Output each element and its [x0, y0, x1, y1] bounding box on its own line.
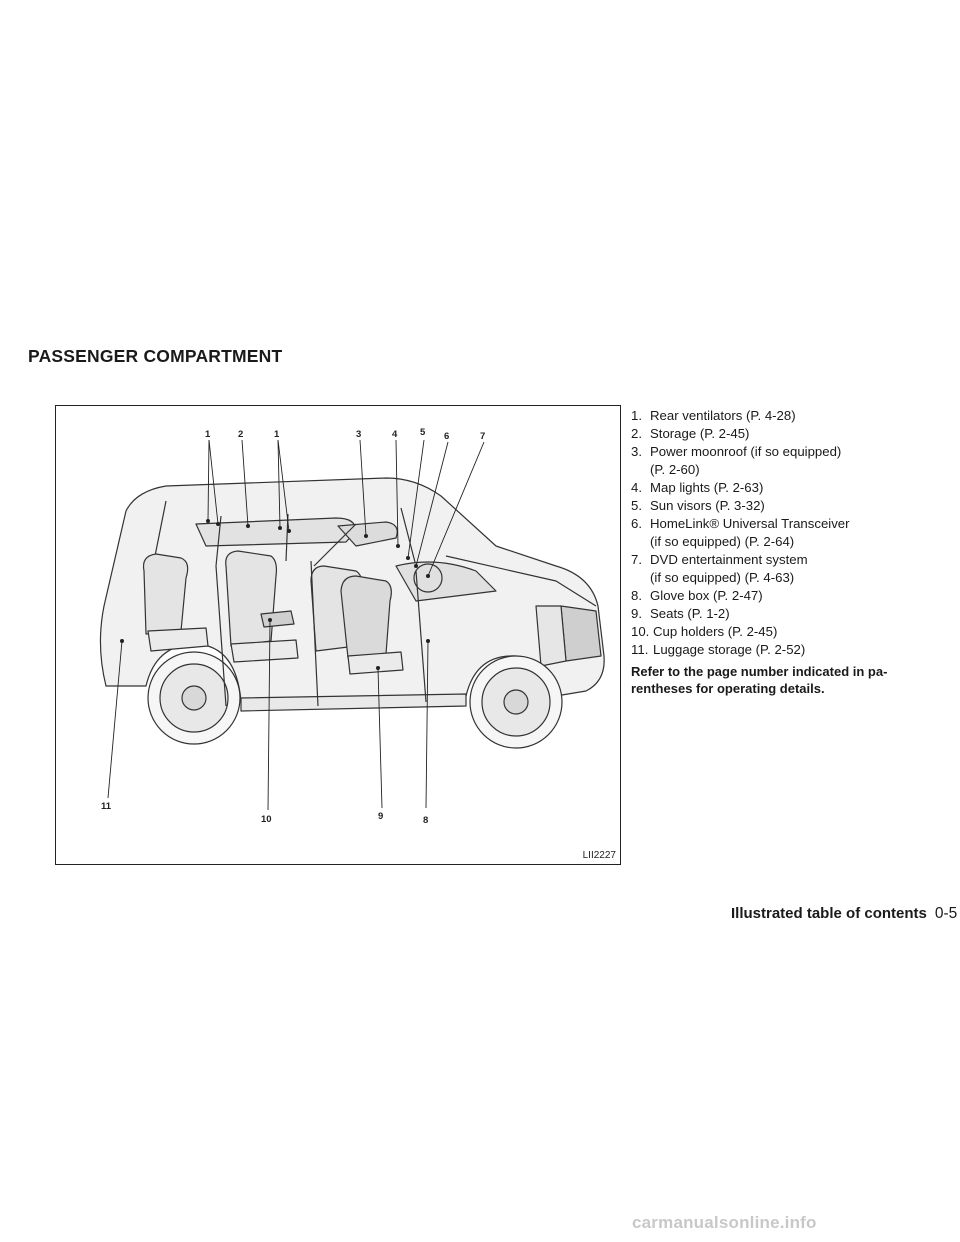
callout-4: 4 — [392, 429, 398, 440]
page-number: 0-5 — [934, 905, 958, 922]
legend-text: Storage (P. 2-45) — [650, 426, 750, 441]
rear-wheel — [147, 651, 241, 745]
figure-code: LII2227 — [582, 850, 616, 861]
legend-number: 8. — [631, 588, 642, 603]
legend-number: 5. — [631, 498, 642, 513]
page-footer: Illustrated table of contents 0-5 — [731, 905, 957, 923]
callout-8: 8 — [423, 815, 428, 826]
legend-text: Sun visors (P. 3-32) — [650, 498, 765, 513]
footer-section-title: Illustrated table of contents — [731, 905, 927, 922]
second-row-seat — [225, 550, 278, 647]
legend-item: 7. DVD entertainment system — [631, 551, 931, 569]
legend-subtext: (if so equipped) (P. 4-63) — [650, 570, 795, 585]
callout-11: 11 — [101, 801, 112, 812]
section-title: PASSENGER COMPARTMENT — [28, 346, 283, 366]
legend-number: 6. — [631, 516, 642, 531]
legend-text: Power moonroof (if so equipped) — [650, 444, 842, 459]
legend-item: 5. Sun visors (P. 3-32) — [631, 497, 931, 515]
front-wheel — [469, 655, 563, 749]
legend-item: 1. Rear ventilators (P. 4-28) — [631, 407, 931, 425]
legend-item: 9. Seats (P. 1-2) — [631, 605, 931, 623]
front-seat — [340, 575, 392, 659]
callout-3: 3 — [356, 429, 361, 440]
vehicle-illustration: 1 2 1 3 4 5 6 7 8 9 10 11 — [99, 427, 605, 826]
third-row-seat — [142, 553, 189, 635]
legend-number: 10. — [631, 624, 650, 639]
legend-text: HomeLink® Universal Transceiver — [650, 516, 850, 531]
legend-number: 4. — [631, 480, 642, 495]
legend-number: 7. — [631, 552, 642, 567]
callout-10: 10 — [261, 814, 272, 825]
legend-item: 10. Cup holders (P. 2-45) — [631, 623, 931, 641]
callout-1a: 1 — [205, 429, 211, 440]
callout-9: 9 — [378, 811, 383, 822]
legend-number: 3. — [631, 444, 642, 459]
legend-item: 2. Storage (P. 2-45) — [631, 425, 931, 443]
legend-text: Cup holders (P. 2-45) — [653, 624, 778, 639]
legend-text: Glove box (P. 2-47) — [650, 588, 763, 603]
legend-text: Luggage storage (P. 2-52) — [653, 642, 806, 657]
callout-5: 5 — [420, 427, 426, 438]
front-grille — [560, 605, 602, 662]
legend-text: DVD entertainment system — [650, 552, 808, 567]
steering-wheel — [413, 563, 443, 593]
callout-6: 6 — [444, 431, 449, 442]
legend-item: 11. Luggage storage (P. 2-52) — [631, 641, 931, 659]
legend-text: Seats (P. 1-2) — [650, 606, 730, 621]
callout-dots — [120, 519, 430, 670]
legend-number: 9. — [631, 606, 642, 621]
callout-1b: 1 — [274, 429, 280, 440]
legend-item: 6. HomeLink® Universal Transceiver — [631, 515, 931, 533]
dashboard — [395, 561, 497, 602]
legend-list: 1. Rear ventilators (P. 4-28) 2. Storage… — [631, 407, 931, 697]
callout-7: 7 — [480, 431, 485, 442]
legend-text: Map lights (P. 2-63) — [650, 480, 764, 495]
cup-holder — [260, 610, 295, 628]
legend-item: 4. Map lights (P. 2-63) — [631, 479, 931, 497]
legend-subtext: (if so equipped) (P. 2-64) — [650, 534, 795, 549]
legend-number: 2. — [631, 426, 642, 441]
operating-note: Refer to the page number indicated in pa… — [631, 664, 888, 696]
legend-text: Rear ventilators (P. 4-28) — [650, 408, 796, 423]
passenger-compartment-figure: 1 2 1 3 4 5 6 7 8 9 10 11 LII2227 — [55, 405, 621, 865]
legend-item: 8. Glove box (P. 2-47) — [631, 587, 931, 605]
legend-number: 1. — [631, 408, 642, 423]
callout-2: 2 — [238, 429, 243, 440]
legend-subtext: (P. 2-60) — [650, 462, 700, 477]
legend-number: 11. — [631, 642, 649, 657]
watermark[interactable]: carmanualsonline.info — [632, 1213, 817, 1232]
legend-item: 3. Power moonroof (if so equipped) — [631, 443, 931, 461]
